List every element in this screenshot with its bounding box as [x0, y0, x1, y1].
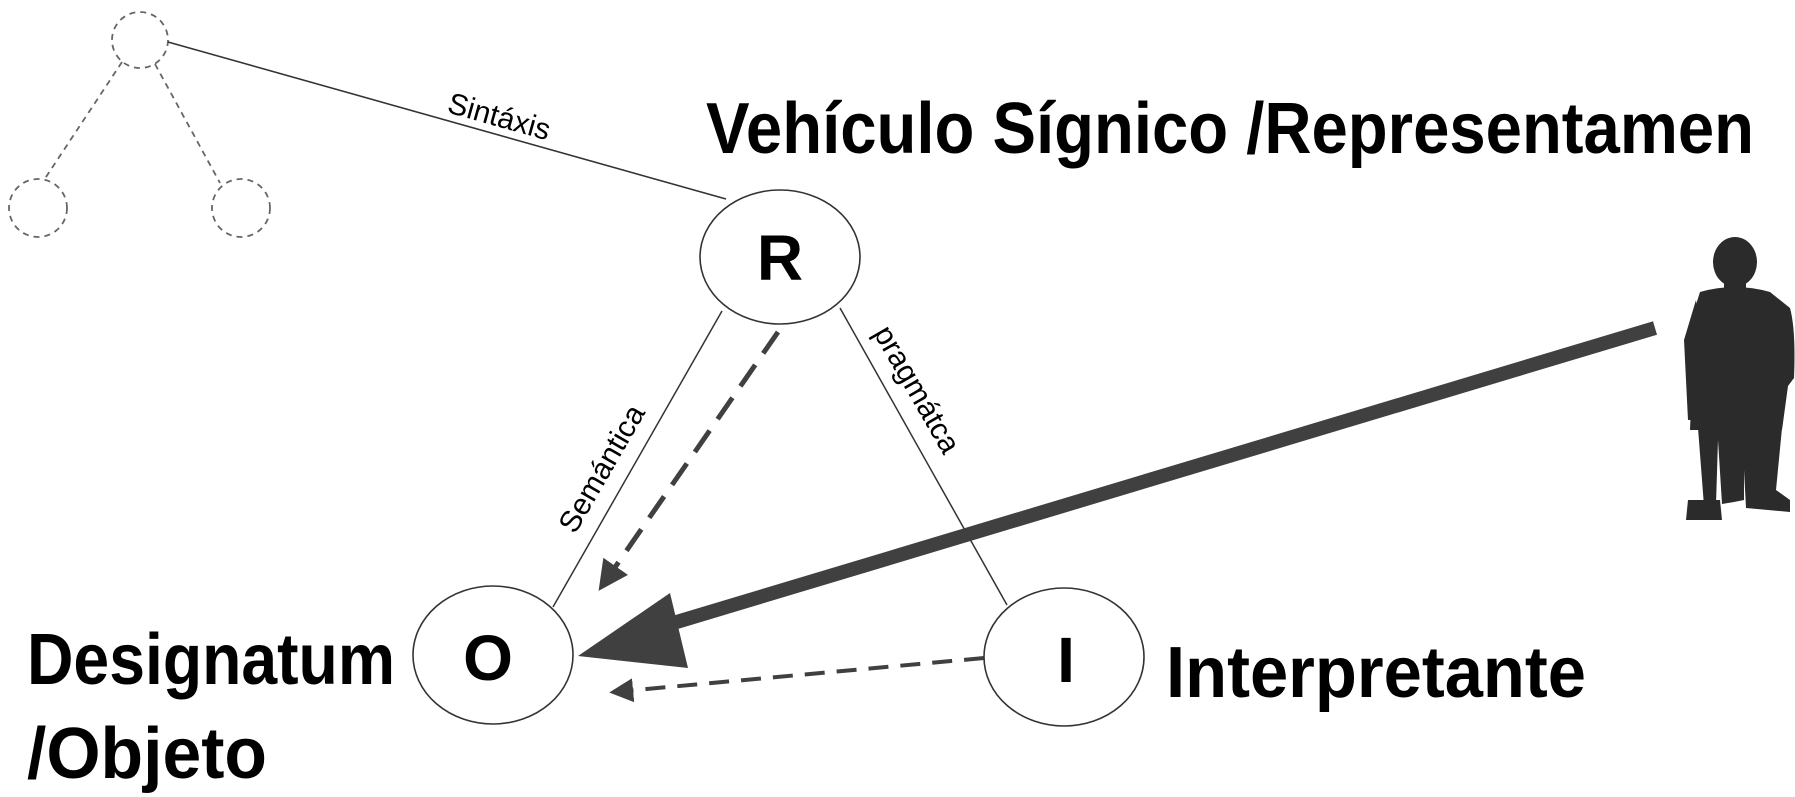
pragmatica-edge [839, 307, 1008, 606]
pragmatica-label: pragmátca [867, 320, 967, 460]
person-silhouette-icon [1684, 237, 1795, 520]
representamen-title: Vehículo Sígnico /Representamen [706, 89, 1754, 169]
node-r: R [699, 189, 861, 325]
tree-left-node [8, 178, 68, 238]
tree-right-node [211, 178, 271, 238]
node-i: I [983, 587, 1145, 727]
node-r-label: R [757, 222, 803, 294]
semantica-label: Semántica [552, 399, 652, 539]
node-o: O [412, 585, 574, 725]
tree-root-node [111, 11, 169, 69]
sintaxis-label: Sintáxis [444, 87, 554, 147]
node-o-label: O [463, 622, 513, 694]
sintaxis-line [167, 41, 727, 200]
tree-left-branch [43, 61, 123, 181]
thick-arrow-person-to-o [578, 321, 1658, 668]
dashed-arrow-r-to-o [598, 330, 781, 591]
interpretante-title: Interpretante [1166, 633, 1586, 713]
designatum-title-line2: /Objeto [27, 714, 267, 794]
designatum-title-line1: Designatum [27, 620, 395, 700]
semantica-edge [552, 310, 723, 608]
node-i-label: I [1057, 624, 1075, 696]
syntax-tree [8, 11, 271, 238]
tree-right-branch [154, 63, 221, 184]
